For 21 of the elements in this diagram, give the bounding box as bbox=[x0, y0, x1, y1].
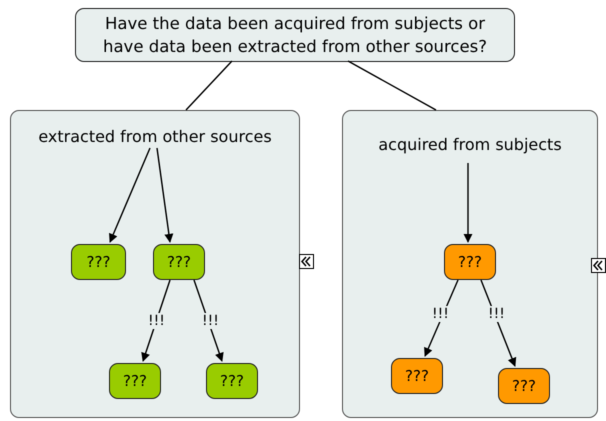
concept-box: ??? bbox=[444, 244, 496, 280]
group-panel bbox=[10, 110, 300, 418]
connector-line bbox=[185, 60, 233, 110]
arrow bbox=[424, 280, 459, 357]
arrow bbox=[156, 148, 174, 243]
arrow bbox=[480, 280, 516, 367]
panel-title: acquired from subjects bbox=[378, 135, 562, 154]
question-box: Have the data been acquired from subjects or have data been extracted from other sources? bbox=[75, 8, 515, 62]
arrow bbox=[109, 148, 151, 243]
concept-box: ??? bbox=[71, 244, 126, 280]
concept-box: ??? bbox=[153, 244, 205, 280]
concept-box: ??? bbox=[391, 358, 443, 394]
arrow bbox=[141, 280, 171, 362]
concept-box: ??? bbox=[498, 368, 550, 404]
arrow bbox=[193, 280, 224, 362]
concept-box: ??? bbox=[206, 363, 258, 399]
concept-box: ??? bbox=[109, 363, 161, 399]
arrow bbox=[464, 163, 472, 243]
group-panel bbox=[342, 110, 598, 418]
panel-title: extracted from other sources bbox=[38, 127, 272, 146]
connector-line bbox=[348, 60, 436, 111]
